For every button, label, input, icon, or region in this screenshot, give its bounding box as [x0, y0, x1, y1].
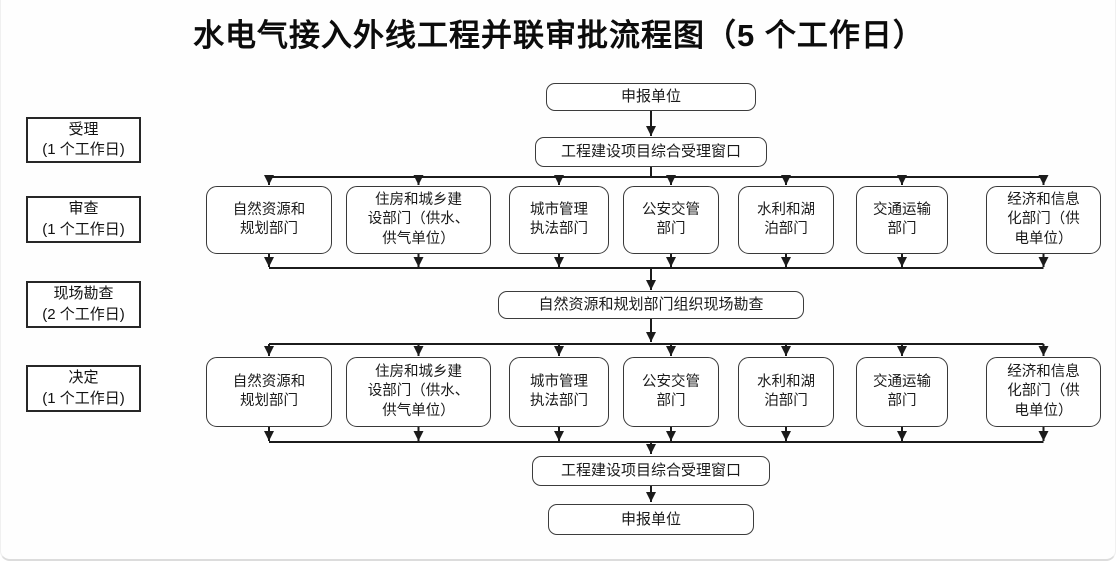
dept-r1-urban-management: 城市管理 执法部门 [509, 186, 609, 254]
stage-box-decision: 决定 (1 个工作日) [26, 365, 141, 412]
node-site-survey: 自然资源和规划部门组织现场勘查 [498, 291, 804, 319]
stage-box-review: 审查 (1 个工作日) [26, 196, 141, 243]
dept-r2-urban-management: 城市管理 执法部门 [509, 357, 609, 427]
dept-r2-housing-construction: 住房和城乡建 设部门（供水、 供气单位） [346, 357, 491, 427]
diagram-title: 水电气接入外线工程并联审批流程图（5 个工作日） [193, 18, 925, 53]
dept-r2-public-security-traffic: 公安交管 部门 [623, 357, 719, 427]
dept-r2-economy-information: 经济和信息 化部门（供 电单位） [986, 357, 1101, 427]
node-applicant-bottom: 申报单位 [548, 504, 754, 535]
node-window-top: 工程建设项目综合受理窗口 [535, 137, 767, 167]
dept-r1-economy-information: 经济和信息 化部门（供 电单位） [986, 186, 1101, 254]
stage-box-site-survey: 现场勘查 (2 个工作日) [26, 281, 141, 328]
dept-r2-water-lakes: 水利和湖 泊部门 [738, 357, 834, 427]
dept-r1-public-security-traffic: 公安交管 部门 [623, 186, 719, 254]
dept-r2-natural-resources: 自然资源和 规划部门 [206, 357, 332, 427]
stage-box-acceptance: 受理 (1 个工作日) [26, 117, 141, 163]
node-window-bottom: 工程建设项目综合受理窗口 [532, 456, 770, 486]
node-applicant-top: 申报单位 [546, 83, 756, 111]
arrow-group [264, 111, 1049, 502]
dept-r1-housing-construction: 住房和城乡建 设部门（供水、 供气单位） [346, 186, 491, 254]
dept-r1-natural-resources: 自然资源和 规划部门 [206, 186, 332, 254]
dept-r1-water-lakes: 水利和湖 泊部门 [738, 186, 834, 254]
dept-r1-transport: 交通运输 部门 [856, 186, 948, 254]
dept-r2-transport: 交通运输 部门 [856, 357, 948, 427]
